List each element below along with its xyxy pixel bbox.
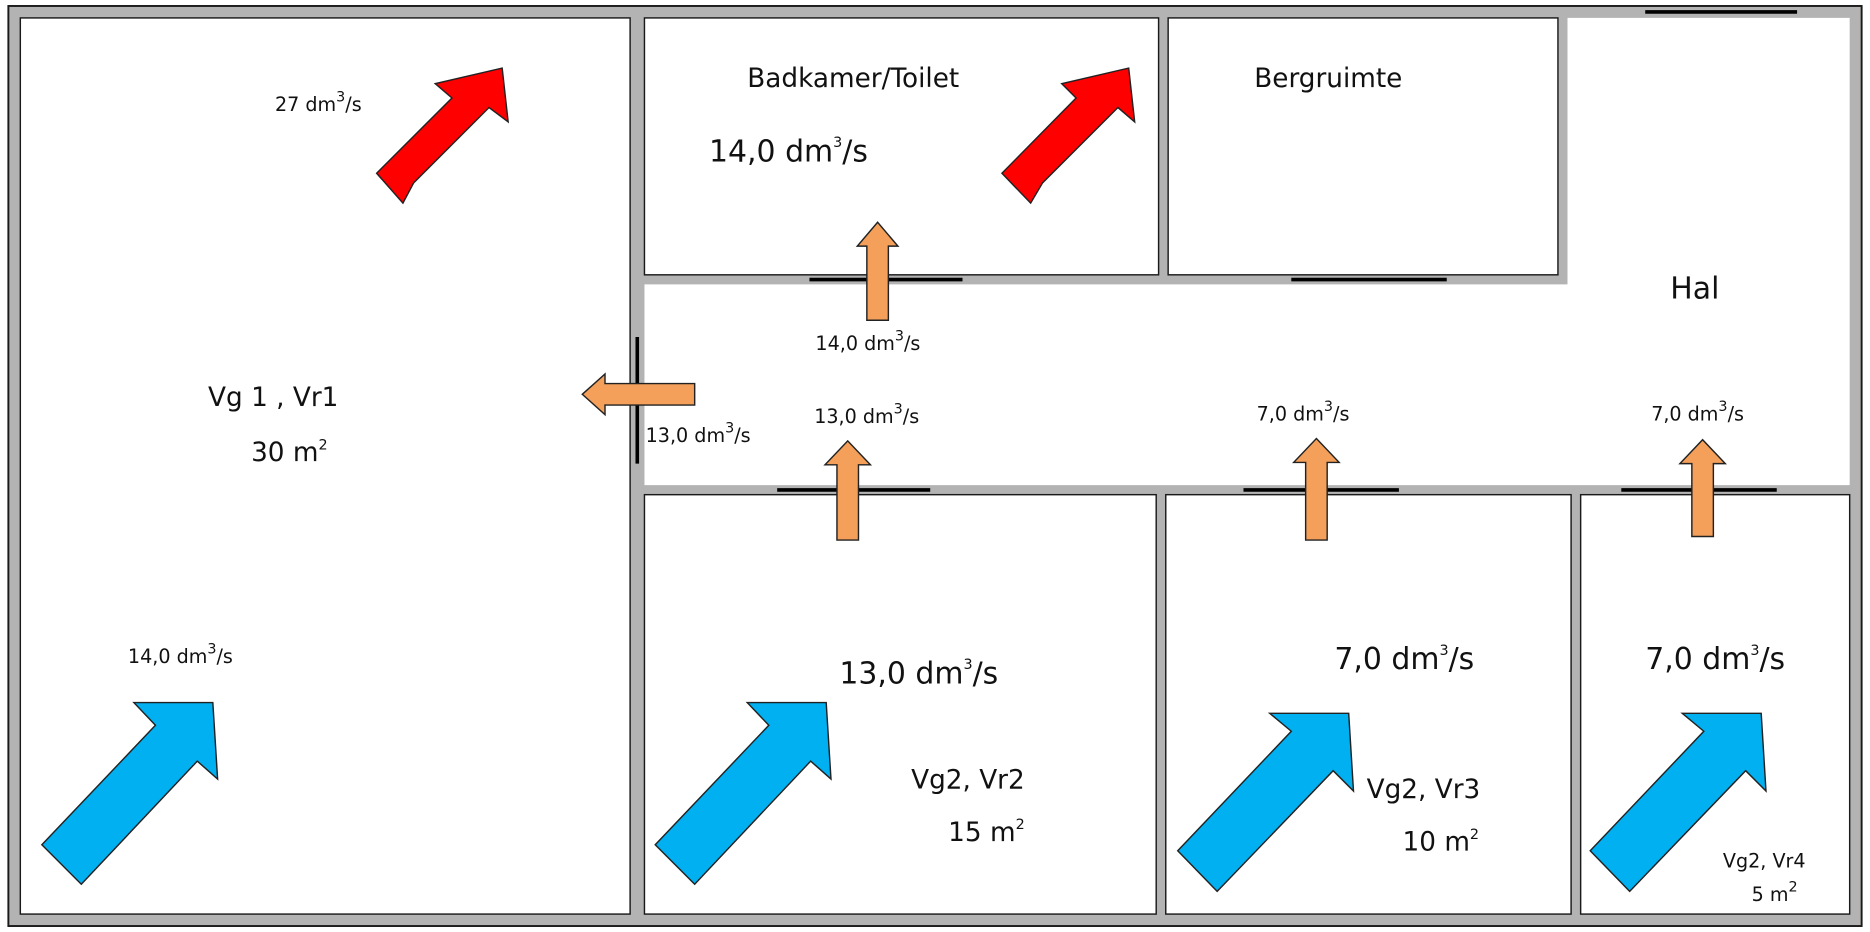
exhaust-arrow-vr1 [375, 67, 510, 205]
transfer-arrow-vr2-to-hall [823, 439, 873, 541]
room-storage [1168, 17, 1558, 275]
flow-label-vr4-to-hall: 7,0 dm3/s [1651, 399, 1744, 426]
room-name-vr3: Vg2, Vr3 [1367, 775, 1481, 805]
room-name-vr4: Vg2, Vr4 [1723, 849, 1806, 872]
room-area-vr4: 5 m2 [1752, 879, 1798, 906]
exhaust-arrow-bath [1000, 67, 1136, 205]
room-name-hall: Hal [1670, 272, 1719, 307]
flow-label-vr1-exhaust: 27 dm3/s [275, 90, 362, 117]
room-name-bath: Badkamer/Toilet [747, 64, 959, 94]
room-area-vr3: 10 m2 [1403, 827, 1480, 858]
flow-label-vr4-supply: 7,0 dm3/s [1645, 642, 1785, 677]
room-area-vr2: 15 m2 [948, 817, 1025, 848]
room-name-vr2: Vg2, Vr2 [911, 766, 1025, 796]
transfer-arrow-vr4-to-hall [1678, 438, 1727, 538]
transfer-arrow-hall-to-vr1 [581, 372, 696, 417]
supply-arrow-vr4 [1589, 712, 1767, 893]
room-area-vr1: 30 m2 [251, 437, 328, 468]
supply-arrow-vr2 [654, 701, 832, 886]
flow-label-vr3-to-hall: 7,0 dm3/s [1257, 399, 1350, 426]
transfer-arrow-vr3-to-hall [1292, 437, 1341, 541]
supply-arrow-vr3 [1176, 712, 1355, 893]
flow-label-hall-to-bath: 14,0 dm3/s [815, 329, 920, 356]
transfer-arrow-hall-to-bath [855, 221, 900, 321]
flow-label-vr1-supply: 14,0 dm3/s [128, 642, 233, 669]
flow-label-hall-to-vr1: 13,0 dm3/s [646, 421, 751, 448]
wall-outlines [19, 17, 1851, 915]
room-name-vr1: Vg 1 , Vr1 [208, 383, 338, 413]
flow-label-vr3-supply: 7,0 dm3/s [1334, 642, 1474, 677]
flow-label-vr2-supply: 13,0 dm3/s [839, 656, 998, 691]
supply-arrow-vr1 [40, 701, 219, 886]
flow-label-bath-exhaust: 14,0 dm3/s [709, 134, 868, 169]
room-name-storage: Bergruimte [1254, 64, 1402, 94]
room-hall [644, 17, 1850, 486]
flow-label-vr2-to-hall: 13,0 dm3/s [814, 401, 919, 428]
